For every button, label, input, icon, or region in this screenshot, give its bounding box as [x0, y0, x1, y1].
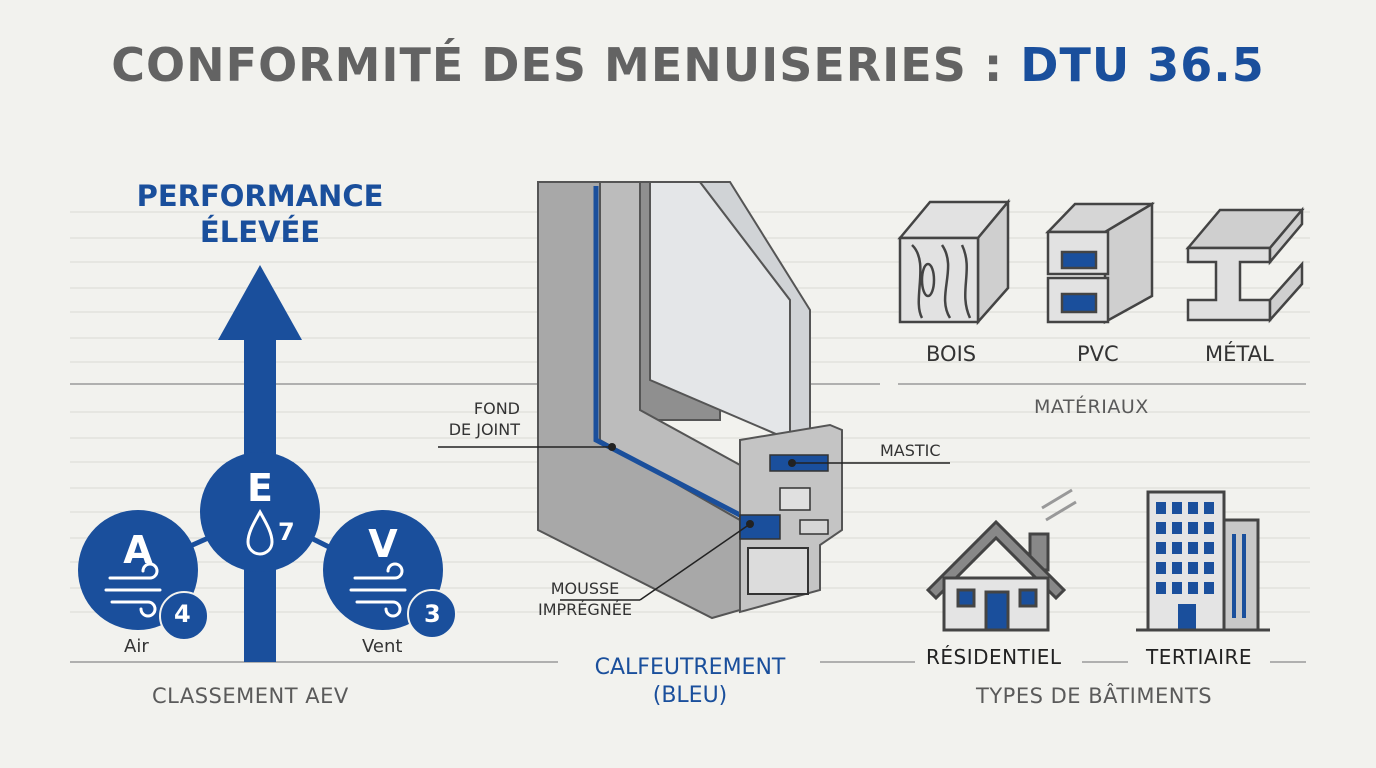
page-title: CONFORMITÉ DES MENUISERIES : DTU 36.5	[0, 38, 1376, 92]
air-letter: A	[123, 528, 153, 572]
calfeutrement-line1: CALFEUTREMENT	[594, 655, 786, 680]
bois-icon	[897, 198, 1011, 326]
air-class: 4	[174, 600, 191, 628]
tertiaire-label: TERTIAIRE	[1146, 645, 1253, 669]
mastic-label: MASTIC	[880, 441, 941, 460]
performance-line1: PERFORMANCE	[136, 179, 384, 213]
title-main: CONFORMITÉ DES MENUISERIES :	[111, 38, 1021, 92]
air-badge	[78, 510, 209, 641]
vent-label: Vent	[362, 636, 403, 657]
calfeutrement-label: CALFEUTREMENT (BLEU)	[570, 654, 810, 710]
mousse-label: MOUSSE IMPRÉGNÉE	[530, 578, 640, 620]
air-label: Air	[124, 636, 149, 657]
pvc-label: PVC	[1077, 342, 1119, 366]
calfeutrement-line2: (BLEU)	[652, 683, 728, 708]
bois-label: BOIS	[926, 342, 977, 366]
fond-joint-line1: FOND	[473, 399, 520, 418]
fond-joint-label: FOND DE JOINT	[440, 398, 520, 440]
batiments-caption: TYPES DE BÂTIMENTS	[976, 684, 1213, 708]
window-section-illustration	[537, 181, 843, 620]
eau-class: 7	[278, 518, 295, 546]
vent-letter: V	[368, 522, 398, 566]
fond-joint-line2: DE JOINT	[448, 420, 520, 439]
aev-caption: CLASSEMENT AEV	[152, 684, 349, 708]
mousse-line2: IMPRÉGNÉE	[538, 600, 632, 619]
residentiel-label: RÉSIDENTIEL	[926, 645, 1062, 669]
house-icon	[925, 488, 1077, 632]
vent-badge	[323, 510, 457, 639]
vent-wind-icon	[349, 562, 407, 618]
leader-lines	[438, 446, 950, 601]
metal-label: MÉTAL	[1205, 342, 1274, 366]
eau-badge	[200, 452, 320, 572]
title-accent: DTU 36.5	[1020, 38, 1265, 92]
air-wind-icon	[104, 562, 162, 618]
materiaux-caption: MATÉRIAUX	[1034, 396, 1149, 418]
water-drop-icon	[246, 508, 274, 556]
performance-label: PERFORMANCE ÉLEVÉE	[120, 178, 400, 250]
metal-icon	[1185, 206, 1305, 324]
pvc-icon	[1045, 201, 1155, 325]
mousse-line1: MOUSSE	[550, 579, 620, 598]
vent-class: 3	[424, 600, 441, 628]
performance-line2: ÉLEVÉE	[199, 215, 321, 249]
eau-letter: E	[247, 466, 273, 510]
building-icon	[1136, 490, 1270, 632]
